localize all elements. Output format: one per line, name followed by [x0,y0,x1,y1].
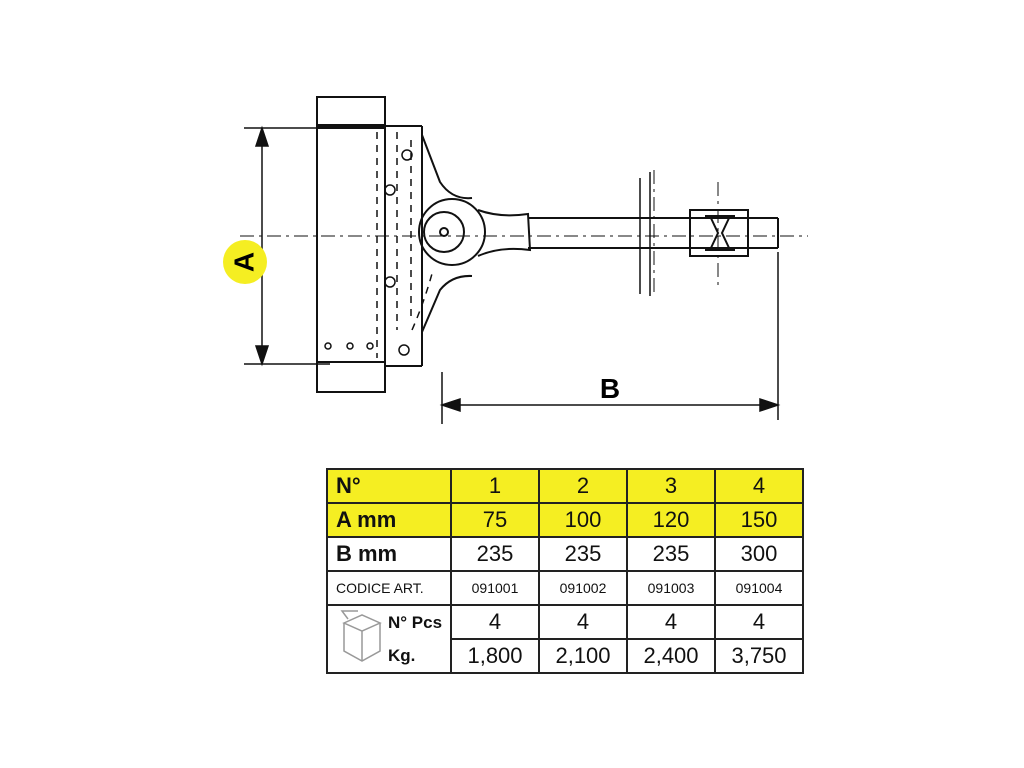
table-cell: 75 [450,502,540,538]
row-label-text: N° Pcs [388,612,443,632]
table-cell: 091001 [450,570,540,606]
table-cell: 091003 [626,570,716,606]
table-cell: 235 [450,536,540,572]
row-label: N° Pcs [326,604,452,662]
table-cell: 1,800 [450,638,540,674]
table-cell: 150 [714,502,804,538]
table-cell: 235 [626,536,716,572]
table-cell: 3,750 [714,638,804,674]
table-cell: 100 [538,502,628,538]
table-cell: 4 [714,468,804,504]
table-cell: 4 [450,604,540,640]
table-cell: 4 [714,604,804,640]
dimension-a-label: A [228,252,259,272]
table-cell: 1 [450,468,540,504]
row-label-text: Kg. [388,645,416,665]
table-cell: 091004 [714,570,804,606]
dimension-a-highlight [223,240,267,284]
technical-drawing: A B [223,96,808,424]
row-label: N° [326,468,452,504]
table-cell: 4 [538,604,628,640]
table-cell: 2,400 [626,638,716,674]
table-cell: 091002 [538,570,628,606]
row-label: B mm [326,536,452,572]
table-cell: 3 [626,468,716,504]
row-label: A mm [326,502,452,538]
row-label: CODICE ART. [326,570,452,606]
dimension-b-label: B [600,373,620,404]
table-cell: 4 [626,604,716,640]
table-cell: 300 [714,536,804,572]
package-box-icon [340,609,382,662]
table-cell: 120 [626,502,716,538]
row-label: Kg. [326,639,452,674]
table-cell: 235 [538,536,628,572]
table-cell: 2,100 [538,638,628,674]
table-cell: 2 [538,468,628,504]
